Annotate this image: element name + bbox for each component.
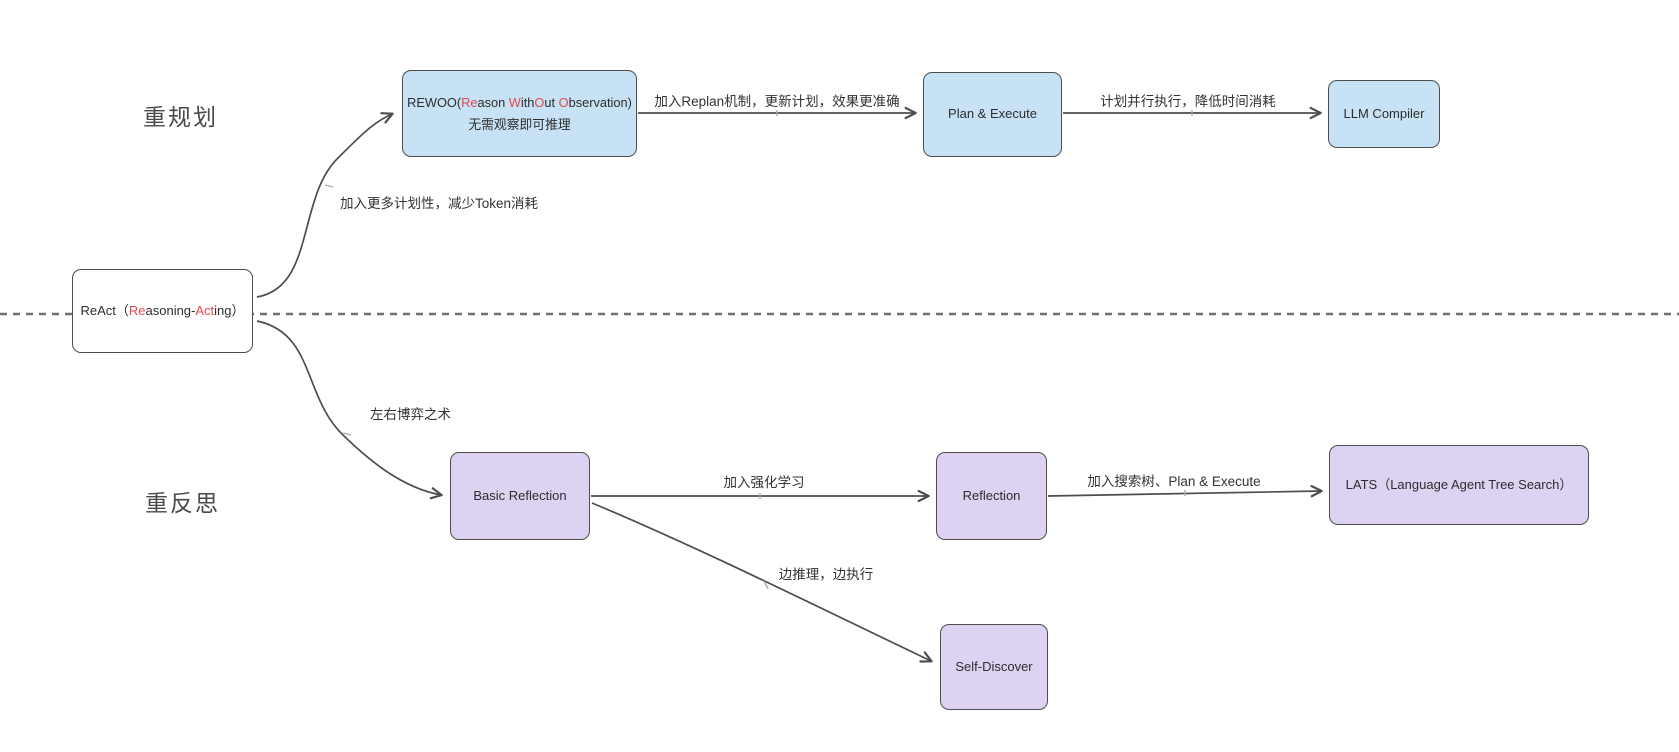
section-label-replanning: 重规划	[143, 104, 218, 130]
edge-midpoint-tick	[342, 432, 352, 436]
edge-label-basic-reflection: 加入强化学习	[723, 475, 805, 490]
node-self-discover[interactable]: Self-Discover	[940, 624, 1048, 710]
node-llm-compiler-label: LLM Compiler	[1343, 105, 1425, 121]
node-llm-compiler[interactable]: LLM Compiler	[1328, 80, 1440, 148]
edge-midpoint-tick	[324, 184, 334, 188]
node-basic-reflection-label: Basic Reflection	[473, 487, 567, 503]
node-plan-and-execute[interactable]: Plan & Execute	[923, 72, 1062, 157]
edge-label-react-basic: 左右博弈之术	[370, 407, 451, 422]
edge-label-rewoo-plan: 加入Replan机制，更新计划，效果更准确	[654, 94, 900, 109]
node-rewoo-subtitle: 无需观察即可推理	[468, 116, 571, 132]
node-plan-and-execute-label: Plan & Execute	[948, 106, 1037, 122]
edge-react-to-basic-reflection	[256, 320, 443, 500]
edge-label-reflection-lats: 加入搜索树、Plan & Execute	[1087, 474, 1261, 489]
node-basic-reflection[interactable]: Basic Reflection	[450, 452, 590, 540]
node-rewoo-title: REWOO(Reason WithOut Observation)	[407, 94, 632, 110]
node-reflection-label: Reflection	[962, 487, 1021, 503]
node-lats[interactable]: LATS（Language Agent Tree Search）	[1329, 445, 1589, 525]
edge-label-basic-self-discover: 边推理，边执行	[778, 567, 874, 582]
edge-midpoint-tick	[763, 580, 769, 590]
node-react[interactable]: ReAct（Reasoning-Acting）	[72, 269, 253, 353]
node-self-discover-label: Self-Discover	[955, 658, 1033, 674]
node-lats-label: LATS（Language Agent Tree Search）	[1345, 476, 1573, 492]
node-reflection[interactable]: Reflection	[936, 452, 1047, 540]
edge-label-react-rewoo: 加入更多计划性，减少Token消耗	[340, 196, 539, 211]
edge-label-plan-llm: 计划并行执行，降低时间消耗	[1100, 94, 1276, 109]
node-react-label: ReAct（Reasoning-Acting）	[80, 302, 245, 318]
node-rewoo[interactable]: REWOO(Reason WithOut Observation) 无需观察即可…	[402, 70, 637, 157]
edge-basic-reflection-to-self-discover	[591, 502, 933, 663]
section-label-reflection: 重反思	[145, 490, 220, 516]
edge-react-to-rewoo	[256, 112, 394, 298]
